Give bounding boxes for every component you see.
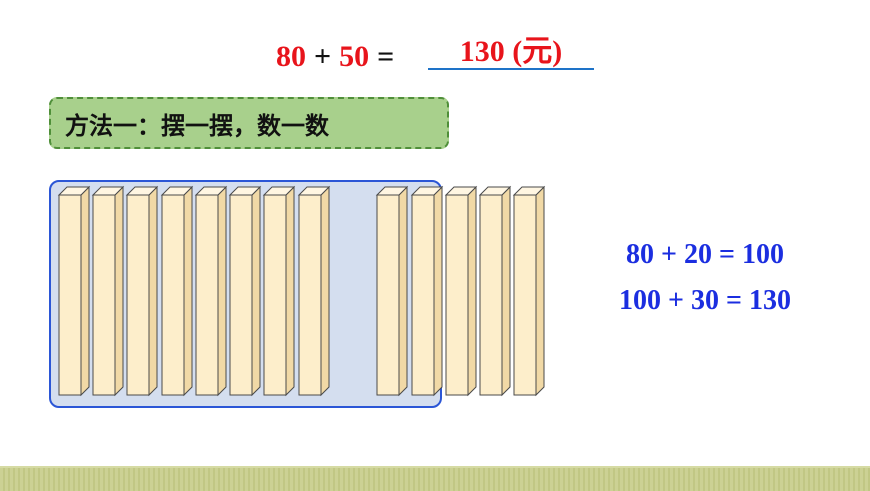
method-label: 方法一：摆一摆，数一数	[65, 111, 329, 140]
answer-blank: 130 (元)	[428, 20, 594, 70]
grass-border	[0, 466, 870, 491]
extra-stick	[478, 185, 512, 397]
answer-text: 130 (元)	[459, 35, 563, 68]
equals-sign: =	[377, 40, 395, 73]
grouped-stick	[375, 185, 409, 397]
grouped-stick	[160, 185, 194, 397]
step-equation-2: 100 + 30 = 130	[619, 285, 791, 316]
grouped-stick	[297, 185, 331, 397]
step-equation-1: 80 + 20 = 100	[626, 239, 784, 270]
extra-stick	[512, 185, 546, 397]
answer-underline	[428, 68, 594, 70]
grouped-stick	[228, 185, 262, 397]
grouped-stick	[262, 185, 296, 397]
grouped-stick	[194, 185, 228, 397]
method-label-box: 方法一：摆一摆，数一数	[49, 97, 449, 149]
plus-sign: +	[314, 40, 332, 73]
top-equation: 80 + 50 =	[276, 28, 402, 72]
addend-80: 80	[276, 40, 306, 73]
addend-50: 50	[339, 40, 370, 73]
grouped-stick	[125, 185, 159, 397]
grouped-stick	[57, 185, 91, 397]
extra-stick	[444, 185, 478, 397]
grouped-stick	[410, 185, 444, 397]
grouped-stick	[91, 185, 125, 397]
step-equations: 80 + 20 = 100 100 + 30 = 130	[595, 232, 815, 324]
